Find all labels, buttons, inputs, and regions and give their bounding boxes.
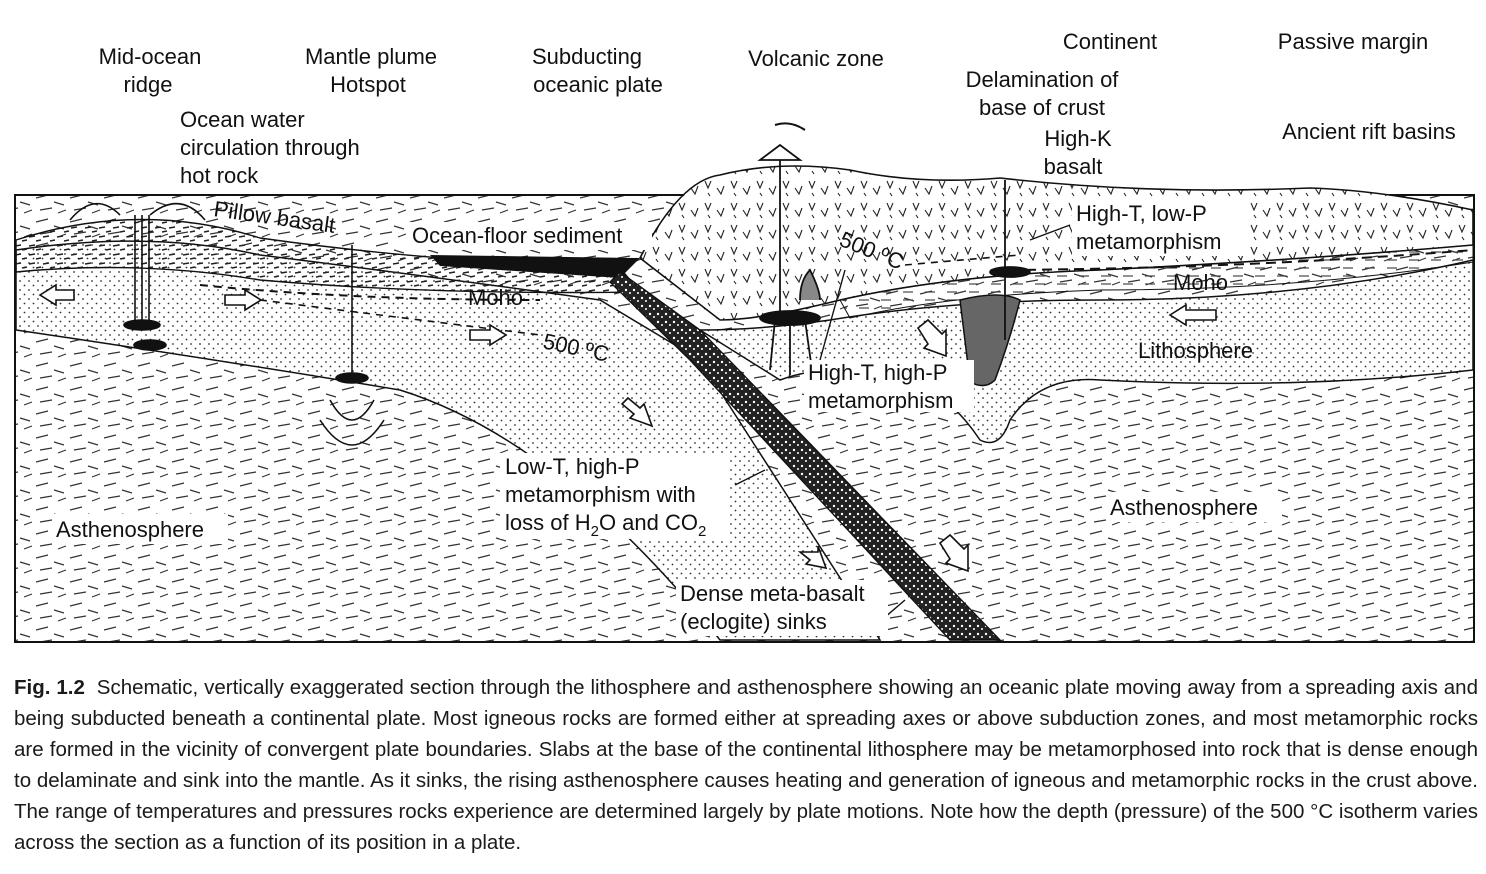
isotherm-500-continental <box>904 254 1021 266</box>
volcano-conduit <box>757 122 821 375</box>
label-ocean-water-line2: circulation through <box>180 135 360 160</box>
caption-figure-number: Fig. 1.2 <box>14 676 85 699</box>
moho-line-oceanic <box>199 284 541 301</box>
diagram-labels: Mid-ocean ridge Mantle plume Hotspot Sub… <box>52 29 1456 636</box>
label-passive-margin: Passive margin <box>1278 29 1428 54</box>
label-subducting-line2: oceanic plate <box>533 72 663 97</box>
label-high-t-low-p-line2: metamorphism <box>1076 229 1221 254</box>
label-low-t-high-p-line3: loss of H2O and CO2 <box>505 510 706 540</box>
label-ocean-floor-sediment: Ocean-floor sediment <box>412 223 622 248</box>
label-low-t-high-p-line2: metamorphism with <box>505 482 696 507</box>
flow-arrows <box>38 283 1217 573</box>
label-ancient-rift-basins: Ancient rift basins <box>1282 119 1456 144</box>
label-asthenosphere-left: Asthenosphere <box>56 517 204 542</box>
label-mantle-plume-line2: Hotspot <box>330 72 406 97</box>
label-dense-meta-basalt-line2: (eclogite) sinks <box>680 609 827 634</box>
label-lithosphere: Lithosphere <box>1138 338 1253 363</box>
hotspot-plume <box>319 245 385 446</box>
label-high-k-line1: High-K <box>1044 126 1112 151</box>
label-low-t-high-p-line1: Low-T, high-P <box>505 454 640 479</box>
caption-text: Schematic, vertically exaggerated sectio… <box>14 676 1478 854</box>
moho-line-continental <box>1009 249 1474 271</box>
label-asthenosphere-right: Asthenosphere <box>1110 495 1258 520</box>
label-ocean-water-line1: Ocean water <box>180 107 305 132</box>
label-delamination-line1: Delamination of <box>966 67 1120 92</box>
high-k-conduit <box>989 180 1031 340</box>
label-mantle-plume-line1: Mantle plume <box>305 44 437 69</box>
label-delamination-line2: base of crust <box>979 95 1105 120</box>
label-mid-ocean-ridge-line1: Mid-ocean <box>99 44 202 69</box>
isotherm-500-oceanic <box>259 299 541 336</box>
label-high-t-low-p-line1: High-T, low-P <box>1076 201 1207 226</box>
label-subducting-line1: Subducting <box>532 44 642 69</box>
label-moho-continental: Moho <box>1173 270 1228 295</box>
label-high-t-high-p-line2: metamorphism <box>808 388 953 413</box>
label-continent: Continent <box>1063 29 1157 54</box>
label-high-t-high-p-line1: High-T, high-P <box>808 360 947 385</box>
label-moho-oceanic: Moho <box>468 285 523 310</box>
ocean-floor-sediment-layer <box>430 255 640 278</box>
ridge-features <box>69 202 206 351</box>
figure-caption: Fig. 1.2 Schematic, vertically exaggerat… <box>14 672 1478 858</box>
label-ocean-water-line3: hot rock <box>180 163 259 188</box>
label-mid-ocean-ridge-line2: ridge <box>124 72 173 97</box>
label-dense-meta-basalt-line1: Dense meta-basalt <box>680 581 865 606</box>
label-high-k-line2: basalt <box>1044 154 1103 179</box>
label-volcanic-zone: Volcanic zone <box>748 46 884 71</box>
